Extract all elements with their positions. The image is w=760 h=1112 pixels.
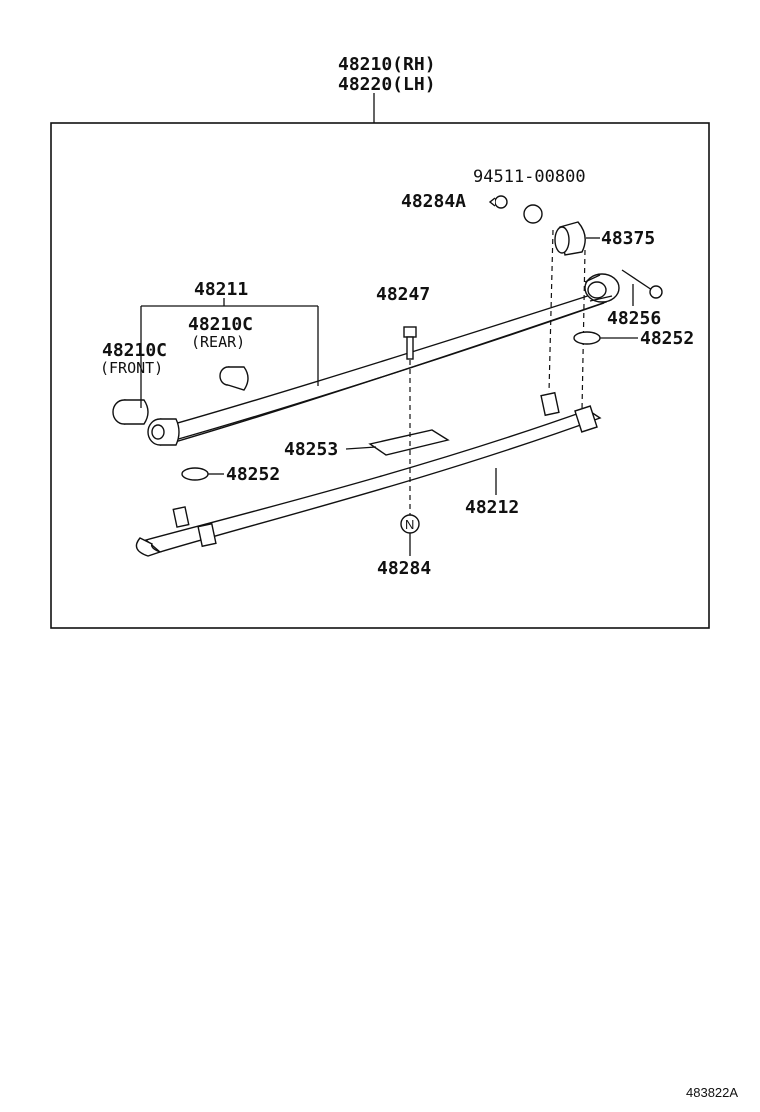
pad-48252-right xyxy=(573,331,601,345)
label-48212: 48212 xyxy=(465,497,519,518)
label-48210c-front: 48210C xyxy=(102,340,167,361)
label-48256: 48256 xyxy=(607,308,661,329)
label-rear: (REAR) xyxy=(191,333,245,351)
figure-reference: 483822A xyxy=(686,1085,738,1100)
label-48220-lh: 48220(LH) xyxy=(338,74,436,95)
leader-48253 xyxy=(345,446,377,450)
bushing-48375 xyxy=(554,221,586,256)
label-48253: 48253 xyxy=(284,439,338,460)
nut-94511-00800 xyxy=(523,204,543,224)
center-bolt-48247 xyxy=(403,326,417,360)
pad-48252-left xyxy=(181,467,209,481)
nut-symbol: N xyxy=(405,517,414,532)
label-48284a: 48284A xyxy=(401,191,466,212)
shackle-axis-1 xyxy=(548,229,554,393)
label-94511-00800: 94511-00800 xyxy=(473,167,586,187)
bolt-48256 xyxy=(621,269,663,299)
label-48375: 48375 xyxy=(601,228,655,249)
nut-48284a xyxy=(488,195,508,209)
rear-bushing-48210c-rear xyxy=(219,366,249,391)
label-front: (FRONT) xyxy=(100,359,163,377)
label-48247: 48247 xyxy=(376,284,430,305)
second-leaf-48212 xyxy=(135,391,602,557)
label-48252-left: 48252 xyxy=(226,464,280,485)
assembly-frame xyxy=(50,122,710,629)
nut-48284: N xyxy=(400,514,420,534)
label-48252-right: 48252 xyxy=(640,328,694,349)
shackle-axis-2 xyxy=(581,249,586,411)
rear-eye-bushing-48210c xyxy=(584,273,620,303)
label-48210-rh: 48210(RH) xyxy=(338,54,436,75)
label-48210c-rear: 48210C xyxy=(188,314,253,335)
label-48284: 48284 xyxy=(377,558,431,579)
label-48211: 48211 xyxy=(194,279,248,300)
front-eye-bushing-48210c xyxy=(112,399,180,446)
spacer-plate-48253 xyxy=(368,429,450,456)
